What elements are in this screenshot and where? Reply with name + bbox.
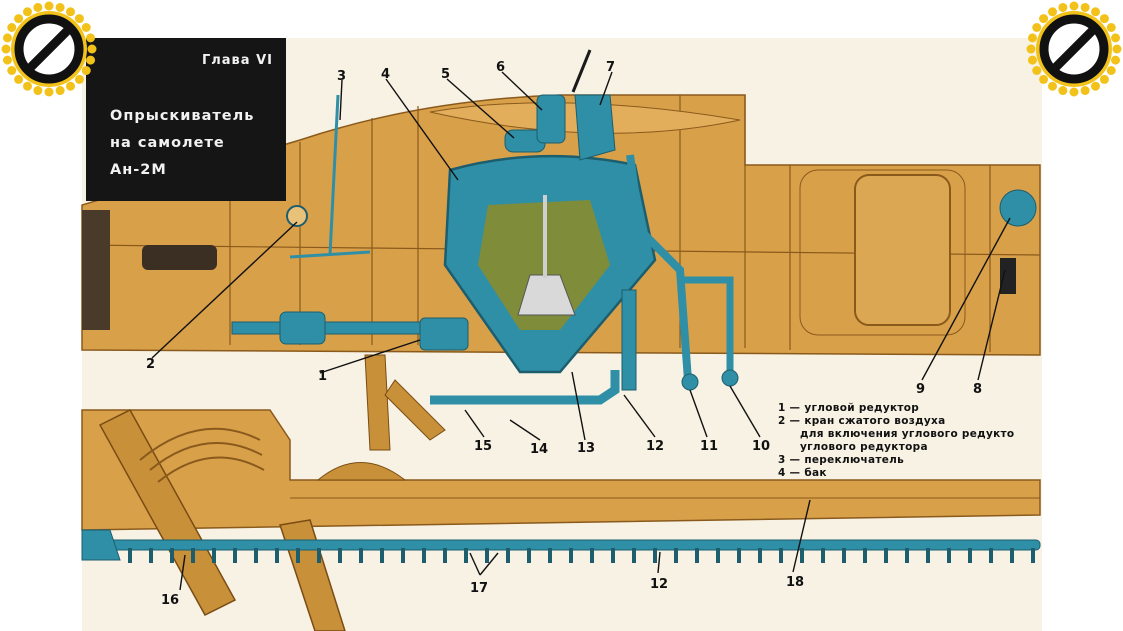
feed-pipe	[626, 154, 692, 381]
callout-labels: 1 2 3 4 5 6 7 8 9 10 11 12 13 14 15 16 1…	[146, 60, 982, 608]
prohibited-sign-icon	[1, 1, 97, 97]
leader-lines	[151, 71, 1011, 591]
callout-7: 7	[606, 60, 615, 75]
callout-10: 10	[752, 439, 770, 454]
legend-line: 2 — кран сжатого воздуха	[778, 415, 946, 427]
callout-9: 9	[916, 382, 925, 397]
callout-13: 13	[577, 441, 595, 456]
bypass-pipe	[621, 289, 637, 391]
landing-gear-foot	[316, 462, 407, 481]
callout-12-lower: 12	[650, 577, 668, 592]
lower-fuselage	[81, 409, 1041, 531]
pressure-gauge	[999, 189, 1037, 227]
legend: 1 — угловой редуктор 2 — кран сжатого во…	[778, 402, 1014, 479]
legend-line: 3 — переключатель	[778, 454, 904, 466]
intake-antenna	[571, 49, 592, 93]
chapter-label: Глава VI	[201, 53, 273, 68]
callout-2: 2	[146, 357, 155, 372]
spray-boom	[81, 539, 1041, 551]
tank-air-intake	[574, 94, 616, 161]
callout-16: 16	[161, 593, 179, 608]
callout-8: 8	[973, 382, 982, 397]
title-line: на самолете	[110, 135, 225, 151]
tank-vent-pipe	[536, 94, 566, 144]
title-line: Опрыскиватель	[110, 108, 255, 124]
callout-4: 4	[381, 67, 390, 82]
callout-15: 15	[474, 439, 492, 454]
title-line: Ан-2М	[110, 162, 167, 178]
door-frame	[799, 169, 966, 336]
landing-gear-leg	[364, 354, 391, 451]
callout-18: 18	[786, 575, 804, 590]
callout-6: 6	[496, 60, 505, 75]
callout-14: 14	[530, 442, 548, 457]
rear-bulkhead	[82, 210, 110, 330]
filter-grille	[1000, 258, 1016, 294]
prohibited-sign-icon	[1026, 1, 1122, 97]
spray-nozzles	[128, 548, 1035, 563]
switch-rod	[328, 94, 340, 256]
air-valve-gauge	[286, 205, 308, 227]
legend-line: 4 — бак	[778, 467, 827, 479]
callout-5: 5	[441, 67, 450, 82]
callout-12-upper: 12	[646, 439, 664, 454]
legend-line: для включения углового редукто	[800, 428, 1014, 440]
engine-silhouette	[142, 245, 217, 270]
callout-17: 17	[470, 581, 488, 596]
angle-gearbox	[419, 317, 469, 351]
air-valve-housing	[279, 311, 326, 345]
tank-agitator	[517, 274, 576, 316]
outlet-pipe	[430, 370, 620, 405]
callout-11: 11	[700, 439, 718, 454]
coiled-hose	[139, 427, 265, 483]
callout-1: 1	[318, 369, 327, 384]
callout-3: 3	[337, 69, 346, 84]
door-panel	[854, 174, 951, 326]
legend-line: углового редуктора	[800, 441, 928, 453]
legend-line: 1 — угловой редуктор	[778, 402, 919, 414]
title-block: Глава VI Опрыскиватель на самолете Ан-2М	[86, 38, 286, 201]
